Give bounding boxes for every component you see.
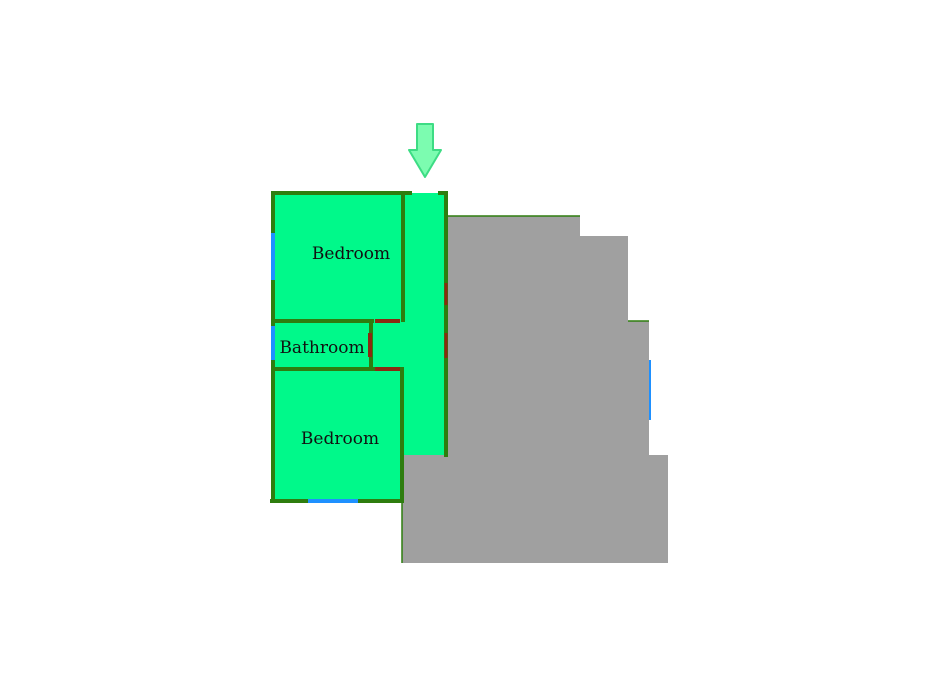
room-label-bedroom-bottom: Bedroom [301, 429, 379, 449]
room-floor-bathroom [272, 320, 372, 369]
room-label-bedroom-top: Bedroom [312, 244, 390, 264]
room-floor-hall-junction [370, 320, 403, 369]
room-floor-bedroom-bottom [272, 369, 402, 501]
room-floor-bedroom-top [273, 193, 403, 320]
unfinished-area [402, 216, 668, 563]
room-floor-hallway [402, 193, 447, 455]
room-label-bathroom: Bathroom [279, 338, 364, 358]
down-arrow-icon [408, 123, 442, 178]
